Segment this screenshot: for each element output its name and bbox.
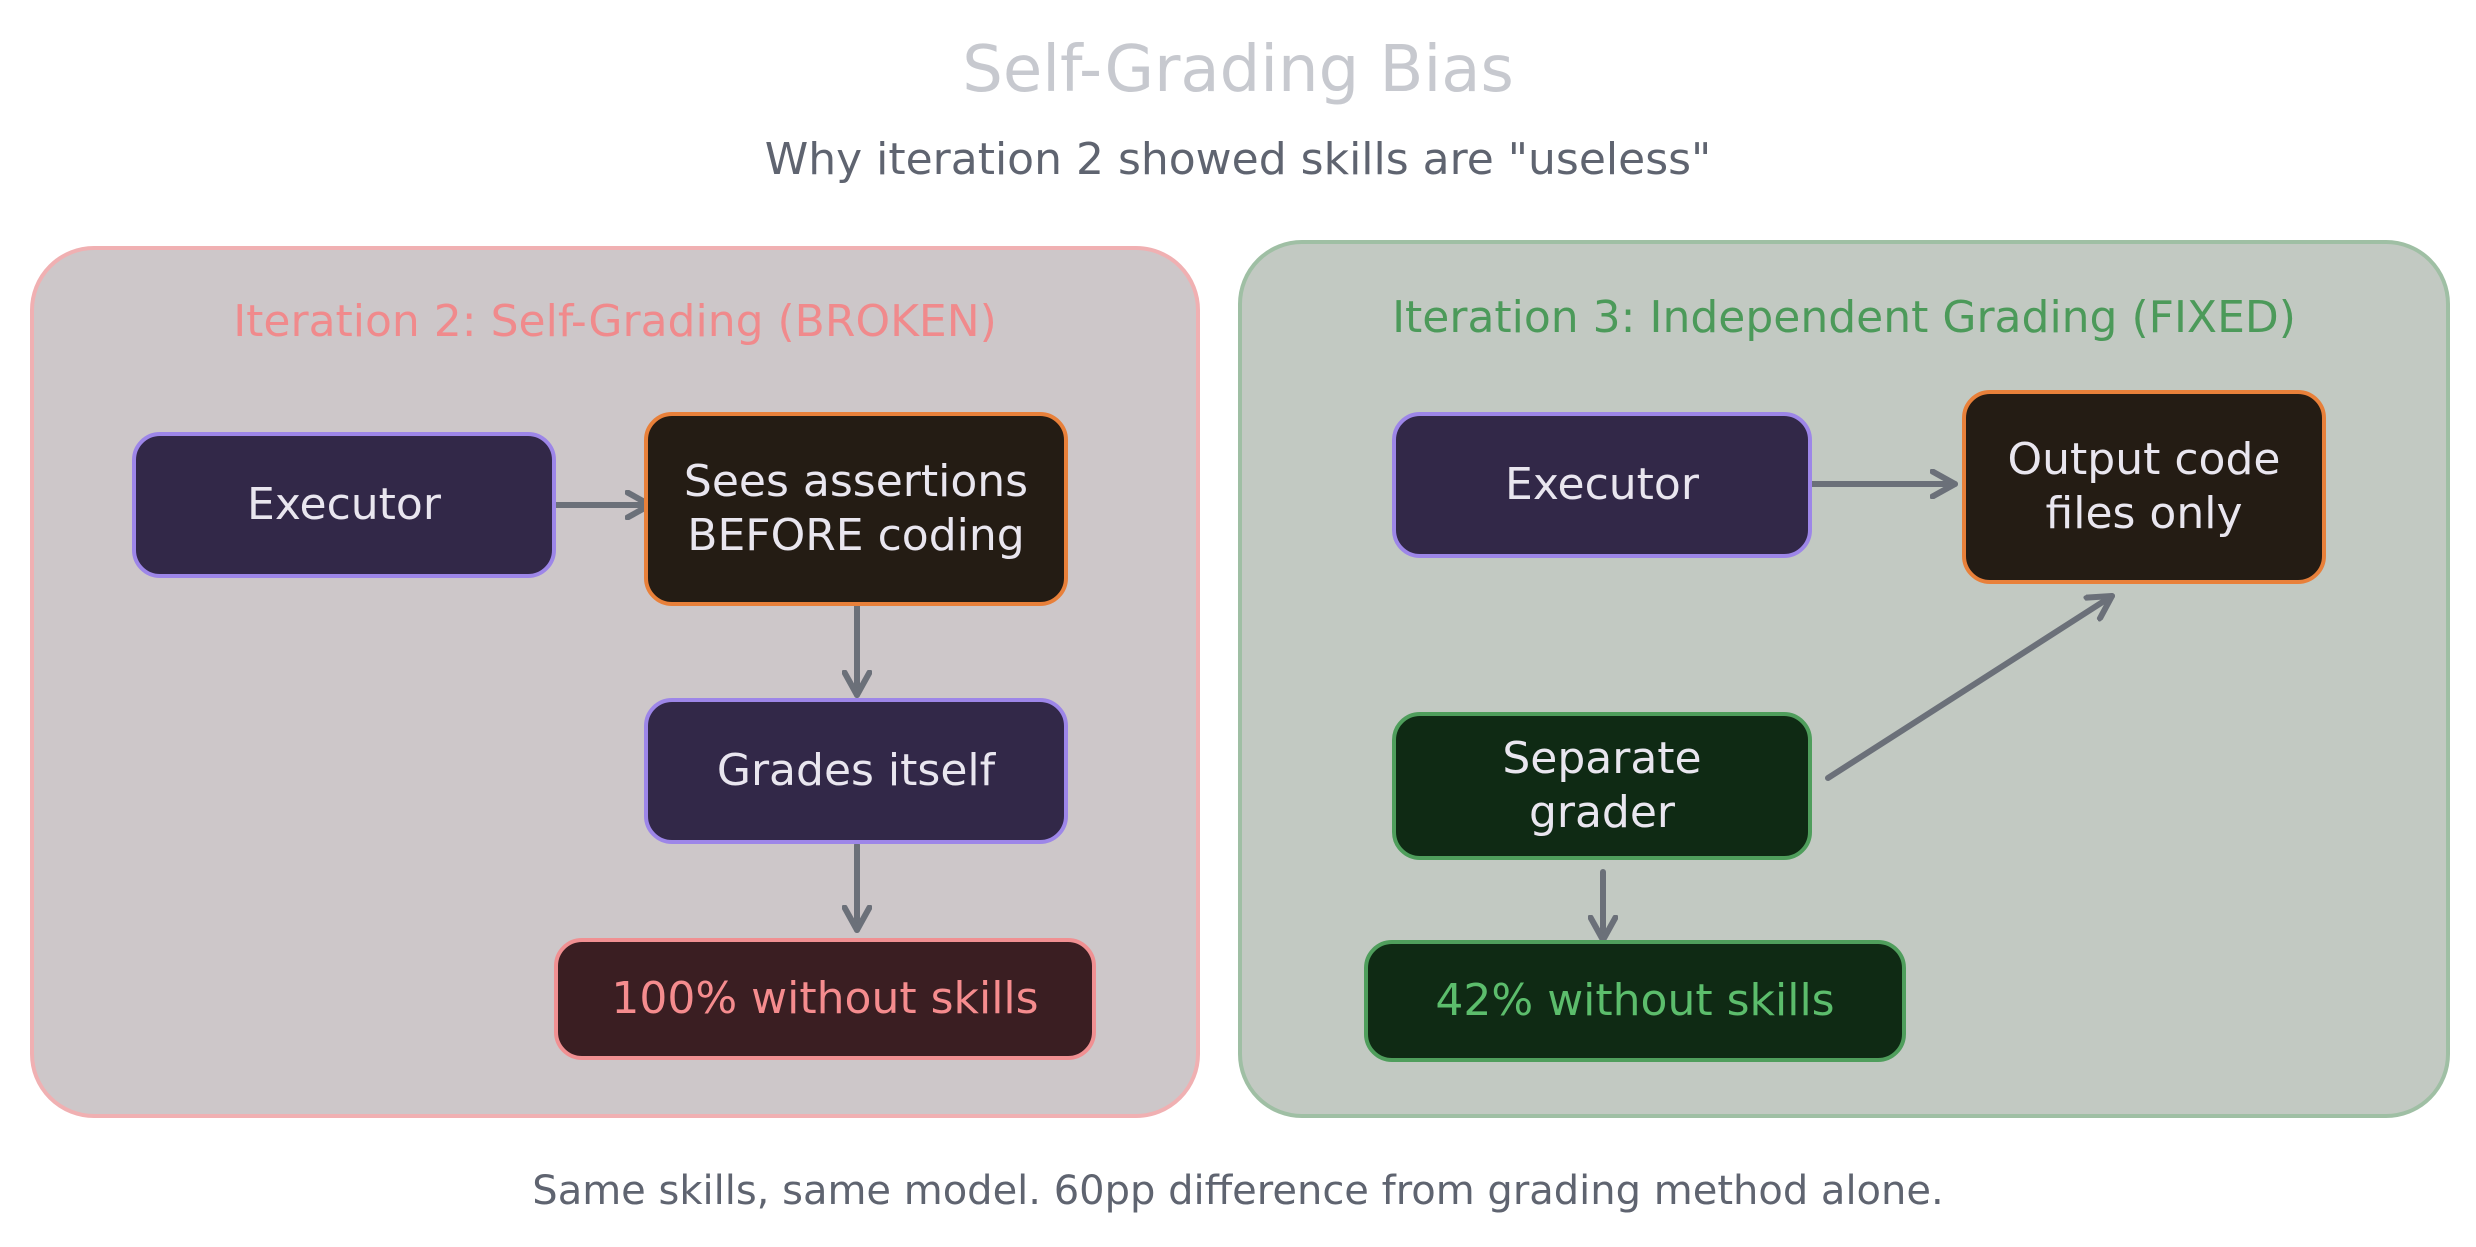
left-result-node: 100% without skills [554, 938, 1096, 1060]
left-executor-node: Executor [132, 432, 556, 578]
footer-note: Same skills, same model. 60pp difference… [532, 1168, 1944, 1214]
diagram-title: Self-Grading Bias [962, 33, 1514, 107]
grades-itself-node: Grades itself [644, 698, 1068, 844]
right-result-node: 42% without skills [1364, 940, 1906, 1062]
right-panel-title: Iteration 3: Independent Grading (FIXED) [1392, 292, 2296, 343]
left-panel-title: Iteration 2: Self-Grading (BROKEN) [233, 296, 997, 347]
sees-assertions-line2: BEFORE coding [687, 510, 1025, 561]
right-executor-node: Executor [1392, 412, 1812, 558]
sees-assertions-node: Sees assertions BEFORE coding [644, 412, 1068, 606]
grades-itself-label: Grades itself [716, 745, 996, 797]
arrow-grader-to-output [1825, 593, 2115, 781]
right-result-label: 42% without skills [1435, 975, 1835, 1027]
output-code-node: Output code files only [1962, 390, 2326, 584]
separate-grader-node: Separate grader [1392, 712, 1812, 860]
left-executor-label: Executor [247, 479, 441, 531]
output-code-line2: files only [2045, 488, 2243, 539]
separate-grader-line2: grader [1528, 787, 1676, 838]
sees-assertions-line1: Sees assertions [683, 456, 1029, 508]
left-result-label: 100% without skills [611, 973, 1039, 1025]
output-code-line1: Output code [2007, 434, 2281, 486]
right-executor-label: Executor [1505, 459, 1699, 511]
diagram-subtitle: Why iteration 2 showed skills are "usele… [764, 134, 1712, 185]
separate-grader-line1: Separate [1502, 733, 1702, 785]
